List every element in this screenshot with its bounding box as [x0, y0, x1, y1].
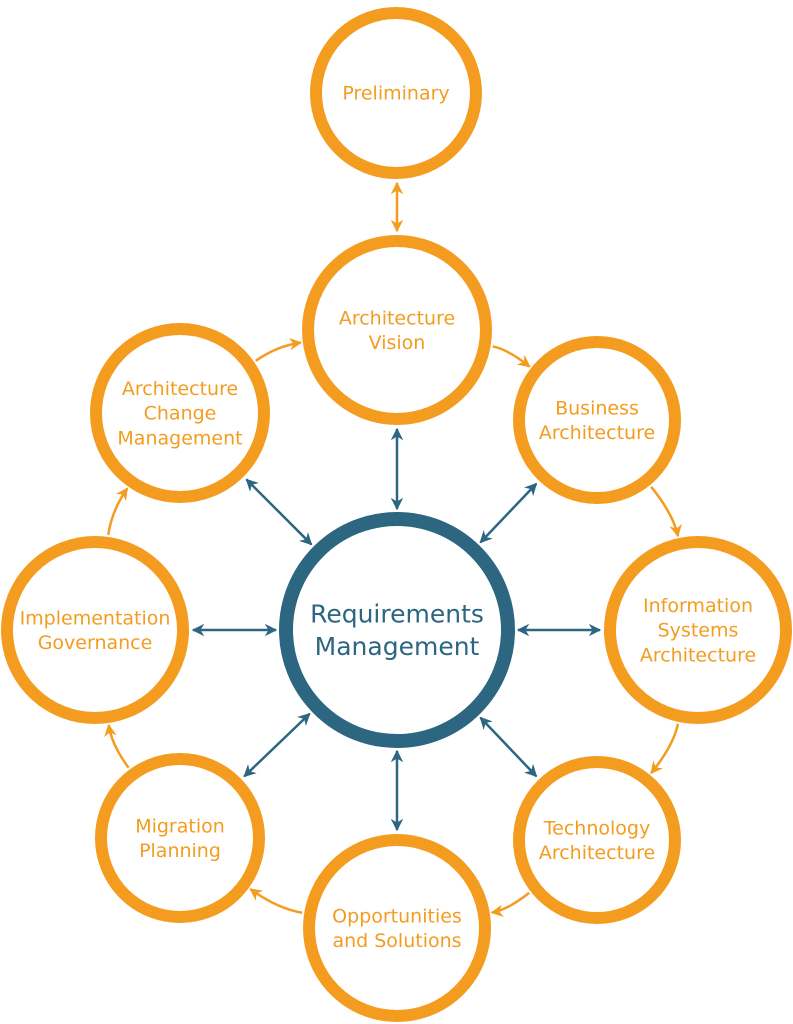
cycle-arrow [249, 888, 303, 914]
requirements-link-arrow [479, 716, 538, 778]
phase-preliminary: Preliminary [310, 7, 482, 179]
cycle-arrow [490, 891, 530, 917]
phase-migration-planning-label: Planning [139, 840, 221, 862]
phase-opportunities-and-solutions-label: Opportunities [332, 905, 462, 927]
phase-technology-architecture-circle [513, 756, 681, 924]
requirements-link-arrow [479, 482, 538, 544]
phase-architecture-change-management-circle [90, 323, 270, 503]
phase-implementation-governance-label: Governance [38, 632, 153, 654]
phase-preliminary-circle [310, 7, 482, 179]
phase-technology-architecture-label: Architecture [539, 842, 655, 864]
cycle-arrow [104, 723, 130, 769]
phase-implementation-governance-label: Implementation [20, 607, 171, 629]
cycle-arrow [492, 345, 531, 368]
requirements-link-arrow [245, 478, 313, 546]
phase-architecture-change-management-label: Change [144, 403, 217, 425]
phase-information-systems-architecture-circle [604, 536, 792, 724]
phase-opportunities-and-solutions-circle [303, 834, 491, 1022]
phase-requirements-management-circle [279, 512, 515, 748]
phase-preliminary-label: Preliminary [342, 83, 449, 105]
phase-information-systems-architecture-label: Systems [658, 620, 739, 642]
phase-architecture-vision-circle [302, 235, 492, 425]
cycle-arrow [107, 487, 129, 536]
phase-business-architecture-circle [513, 336, 681, 504]
phase-architecture-vision-label: Architecture [339, 307, 455, 329]
phase-requirements-management-label: Management [315, 632, 480, 661]
phase-migration-planning-circle [95, 753, 265, 923]
phase-information-systems-architecture-label: Architecture [640, 644, 756, 666]
phase-business-architecture-label: Business [555, 397, 639, 419]
phase-technology-architecture-label: Technology [543, 817, 650, 839]
phase-architecture-change-management-label: Architecture [122, 378, 238, 400]
phase-opportunities-and-solutions: Opportunities and Solutions [303, 834, 491, 1022]
cycle-arrow [255, 337, 303, 362]
phase-business-architecture-label: Architecture [539, 422, 655, 444]
phase-opportunities-and-solutions-label: and Solutions [332, 930, 461, 952]
phase-architecture-vision-label: Vision [369, 332, 426, 354]
cycle-arrow [650, 723, 680, 775]
phase-information-systems-architecture-label: Information [643, 595, 753, 617]
cycle-arrow [650, 486, 682, 538]
phase-requirements-management-label: Requirements [310, 600, 484, 629]
phase-architecture-change-management-label: Management [117, 427, 242, 449]
phase-implementation-governance-circle [1, 536, 189, 724]
requirements-link-arrow [243, 712, 311, 778]
phase-migration-planning-label: Migration [135, 815, 225, 837]
